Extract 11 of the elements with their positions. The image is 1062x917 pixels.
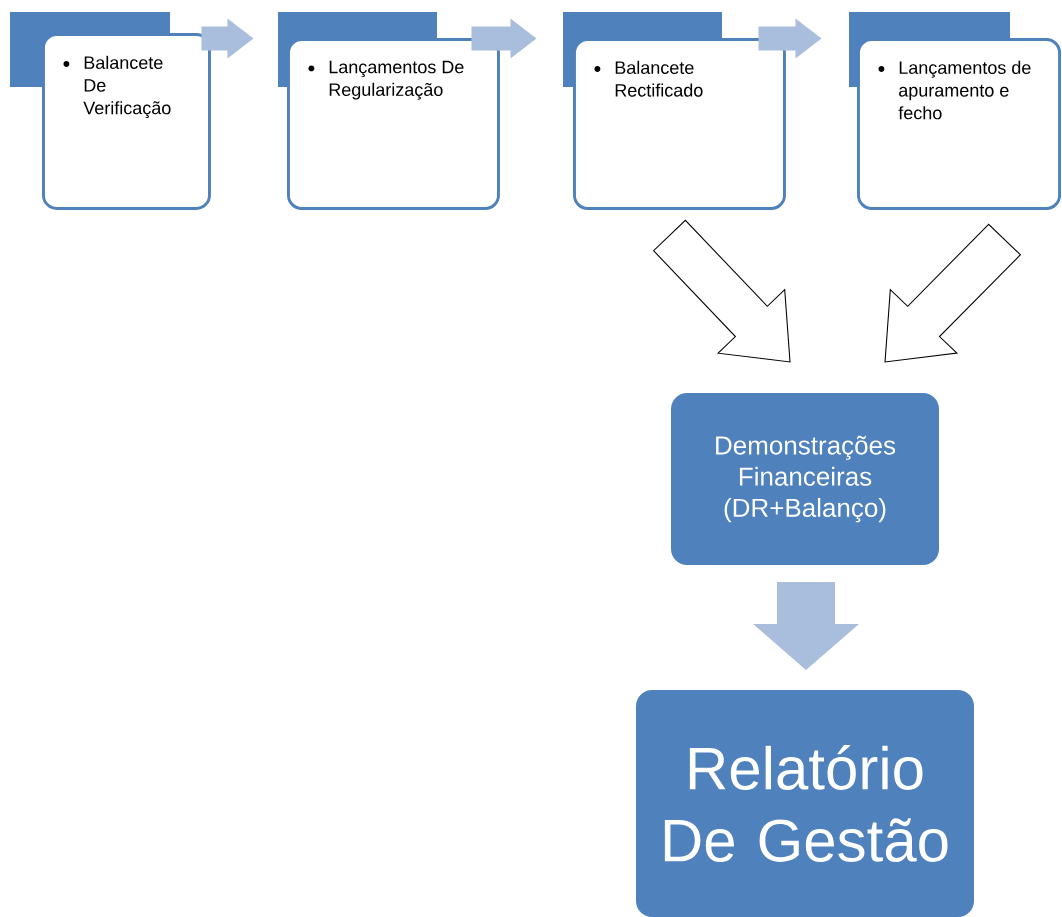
block-arrow [758, 18, 822, 59]
process-box: Lançamentos de apuramento e fecho [849, 12, 1061, 210]
process-box: Balancete De Verificação [10, 12, 211, 210]
node-label: Lançamentos de apuramento e fecho [898, 60, 1031, 120]
block-arrow [201, 18, 254, 59]
process-box: Balancete Rectificado [563, 12, 786, 210]
process-box: Demonstrações Financeiras (DR+Balanço) [671, 393, 939, 565]
process-box: Lançamentos De Regularização [278, 12, 500, 210]
process-box: Relatório De Gestão [636, 690, 974, 917]
block-arrow [471, 18, 537, 59]
block-arrow [753, 582, 859, 670]
